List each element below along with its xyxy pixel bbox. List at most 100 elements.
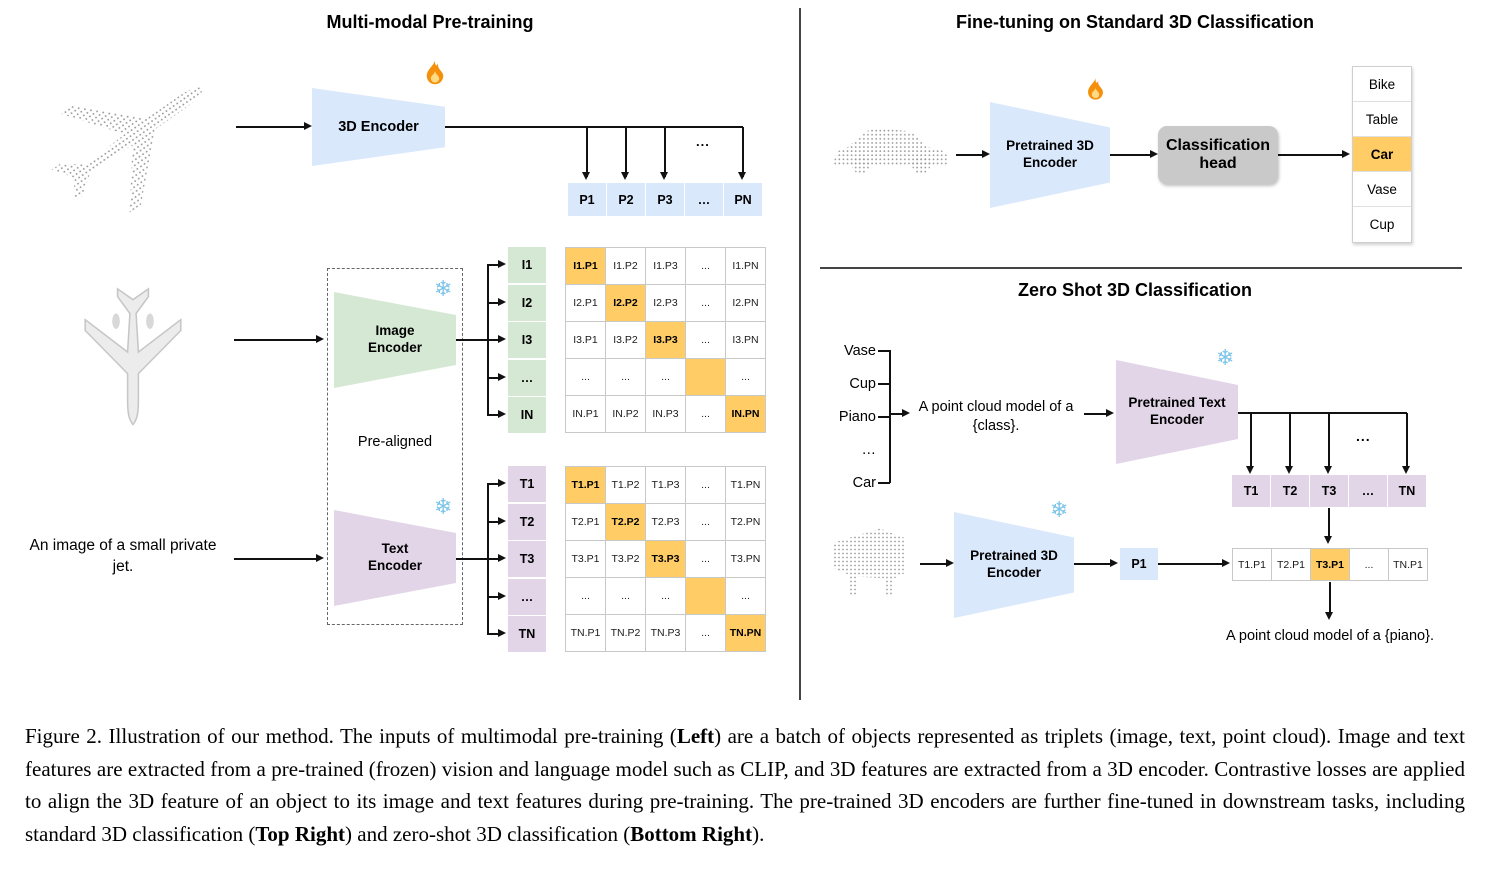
text-matrix-cell-r4c3: ... bbox=[646, 578, 686, 615]
zs-class-2: Cup bbox=[849, 375, 876, 392]
snowflake-icon: ❄ bbox=[1216, 346, 1235, 371]
caption-bold-segment: Left bbox=[676, 724, 715, 748]
figure-caption: Figure 2. Illustration of our method. Th… bbox=[25, 720, 1465, 850]
text-matrix-cell-r4c5: ... bbox=[726, 578, 766, 615]
connector bbox=[878, 416, 890, 418]
connector bbox=[920, 563, 948, 565]
pretrained-3d-encoder-label: Pretrained 3D Encoder bbox=[1006, 138, 1094, 170]
p-cell-5: PN bbox=[724, 183, 762, 216]
connector bbox=[487, 483, 489, 635]
arrowhead-icon bbox=[946, 559, 954, 567]
connector bbox=[742, 127, 744, 177]
prompt-text: A point cloud model of a {class}. bbox=[918, 399, 1074, 434]
caption-bold-segment: Top Right bbox=[255, 821, 346, 846]
text-matrix-cell-r2c5: T2.PN bbox=[726, 504, 766, 541]
t-cell-2: T2 bbox=[508, 503, 546, 540]
3d-encoder-label: 3D Encoder bbox=[338, 118, 419, 135]
connector bbox=[1110, 154, 1152, 156]
i-cell-4: … bbox=[508, 359, 546, 396]
t-cell-4: … bbox=[508, 578, 546, 615]
i-cell-1: I1 bbox=[508, 247, 546, 283]
zs-result-cell-r1c5: TN.P1 bbox=[1389, 549, 1428, 581]
zs-result-cell-r1c1: T1.P1 bbox=[1233, 549, 1272, 581]
text-matrix-cell-r1c2: T1.P2 bbox=[606, 467, 646, 504]
connector bbox=[488, 558, 500, 560]
top-right-section-title: Fine-tuning on Standard 3D Classificatio… bbox=[955, 12, 1315, 32]
zs-result-cell-r1c3: T3.P1 bbox=[1311, 549, 1350, 581]
fire-icon bbox=[1088, 76, 1103, 100]
connector bbox=[488, 339, 500, 341]
text-matrix-cell-r4c2: ... bbox=[606, 578, 646, 615]
connector bbox=[1238, 412, 1407, 414]
ellipsis-label: ... bbox=[1356, 428, 1371, 444]
connector bbox=[445, 126, 743, 128]
image-matrix-cell-r3c4: ... bbox=[686, 322, 726, 359]
connector bbox=[889, 350, 891, 483]
text-matrix-cell-r1c3: T1.P3 bbox=[646, 467, 686, 504]
zs-class-4: … bbox=[861, 441, 877, 458]
jet-image bbox=[84, 287, 182, 426]
class-option-5: Cup bbox=[1353, 207, 1411, 242]
connector bbox=[1329, 582, 1331, 614]
connector bbox=[488, 264, 500, 266]
connector bbox=[664, 127, 666, 177]
image-encoder-label: Image Encoder bbox=[367, 323, 422, 355]
caption-segment: ) and zero-shot 3D classification ( bbox=[345, 821, 631, 846]
connector bbox=[488, 414, 500, 416]
pre-aligned-label: Pre-aligned bbox=[357, 434, 433, 450]
text-matrix-cell-r5c1: TN.P1 bbox=[566, 615, 606, 652]
connector bbox=[878, 383, 890, 385]
connector bbox=[1289, 413, 1291, 466]
pretrained-3d-encoder-block: Pretrained 3D Encoder bbox=[990, 102, 1110, 208]
snowflake-icon: ❄ bbox=[434, 277, 453, 302]
image-matrix-cell-r4c1: ... bbox=[566, 359, 606, 396]
connector bbox=[1278, 154, 1344, 156]
car-point-cloud bbox=[832, 128, 948, 174]
text-matrix-cell-r3c5: T3.PN bbox=[726, 541, 766, 578]
arrowhead-icon bbox=[1222, 559, 1230, 567]
image-matrix-cell-r3c5: I3.PN bbox=[726, 322, 766, 359]
ellipsis-label: ... bbox=[696, 134, 710, 149]
class-option-2: Table bbox=[1353, 102, 1411, 137]
connector bbox=[1328, 413, 1330, 466]
connector bbox=[456, 558, 488, 560]
zs-result-cell-r1c4: ... bbox=[1350, 549, 1389, 581]
arrowhead-icon bbox=[498, 260, 506, 268]
text-matrix-cell-r2c4: ... bbox=[686, 504, 726, 541]
connector bbox=[488, 596, 500, 598]
class-option-3: Car bbox=[1353, 137, 1411, 172]
connector bbox=[456, 339, 488, 341]
class-option-4: Vase bbox=[1353, 172, 1411, 207]
connector bbox=[234, 339, 316, 341]
p-cell-1: P1 bbox=[568, 183, 606, 216]
arrowhead-icon bbox=[498, 298, 506, 306]
connector bbox=[1250, 413, 1252, 466]
pre-aligned-box bbox=[327, 268, 463, 625]
arrowhead-icon bbox=[498, 517, 506, 525]
text-matrix-cell-r5c2: TN.P2 bbox=[606, 615, 646, 652]
arrowhead-icon bbox=[660, 172, 668, 180]
text-matrix-cell-r2c2: T2.P2 bbox=[606, 504, 646, 541]
vertical-divider bbox=[799, 8, 801, 700]
image-matrix-cell-r2c2: I2.P2 bbox=[606, 285, 646, 322]
classification-head-label: Classification head bbox=[1166, 137, 1271, 172]
arrowhead-icon bbox=[498, 592, 506, 600]
t-cell-3: T3 bbox=[508, 541, 546, 577]
arrowhead-icon bbox=[316, 554, 324, 562]
image-matrix-cell-r2c1: I2.P1 bbox=[566, 285, 606, 322]
piano-point-cloud bbox=[834, 528, 906, 597]
snowflake-icon: ❄ bbox=[1050, 498, 1069, 523]
image-matrix-cell-r4c2: ... bbox=[606, 359, 646, 396]
connector bbox=[586, 127, 588, 177]
zs-t-cell-2: T2 bbox=[1271, 475, 1309, 507]
text-matrix-cell-r1c1: T1.P1 bbox=[566, 467, 606, 504]
image-matrix-cell-r1c1: I1.P1 bbox=[566, 248, 606, 285]
zs-t-cell-3: T3 bbox=[1310, 475, 1348, 507]
arrowhead-icon bbox=[498, 335, 506, 343]
3d-encoder-block: 3D Encoder bbox=[312, 88, 445, 166]
caption-bold-segment: Bottom Right bbox=[630, 821, 753, 846]
image-matrix-cell-r3c1: I3.P1 bbox=[566, 322, 606, 359]
